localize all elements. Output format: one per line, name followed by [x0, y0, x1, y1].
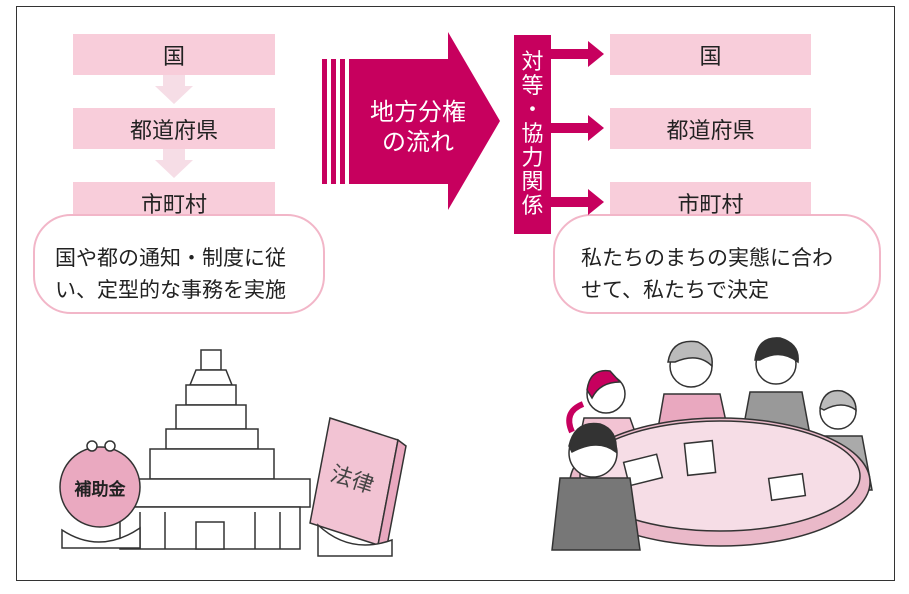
decentralization-label: 地方分権 の流れ [358, 97, 478, 157]
law-book-icon [309, 417, 407, 557]
relation-char: 関 [521, 169, 544, 195]
meeting-people-illustration [551, 337, 873, 551]
right-arrow-icon [551, 115, 604, 141]
decentralization-label-line-1: 地方分権 [370, 98, 466, 126]
left-level-national-label: 国 [162, 44, 185, 70]
subsidy-purse-icon [59, 440, 141, 549]
right-level-municipality-label: 市町村 [677, 192, 744, 218]
right-level-prefecture-label: 都道府県 [666, 118, 755, 144]
relation-char: ・ [521, 97, 544, 123]
relation-char: 力 [521, 145, 544, 171]
left-level-prefecture-label: 都道府県 [129, 118, 218, 144]
left-level-municipality-label: 市町村 [140, 192, 207, 218]
relation-char: 係 [521, 193, 544, 219]
subsidy-label: 補助金 [74, 479, 127, 500]
left-description-line-2: い、定型的な事務を実施 [55, 278, 286, 302]
diet-building-illustration [109, 349, 311, 550]
left-level-national: 国 [73, 34, 275, 75]
left-description-line-1: 国や都の通知・制度に従 [55, 246, 286, 270]
left-level-prefecture: 都道府県 [73, 108, 275, 149]
right-description-line-1: 私たちのまちの実態に合わ [581, 246, 833, 270]
right-level-national: 国 [610, 34, 811, 75]
left-description-bubble: 国や都の通知・制度に従 い、定型的な事務を実施 [33, 214, 325, 314]
decentralization-arrow-icon [322, 32, 500, 210]
relation-char: 協 [521, 121, 544, 147]
decentralization-label-line-2: の流れ [382, 128, 454, 156]
down-arrow-icon [155, 149, 193, 178]
equal-cooperation-label: 対 等 ・ 協 力 関 係 [514, 35, 551, 234]
right-level-prefecture: 都道府県 [610, 108, 811, 149]
relation-char: 対 [521, 49, 544, 75]
down-arrow-icon [155, 75, 193, 104]
right-description-bubble: 私たちのまちの実態に合わ せて、私たちで決定 [553, 214, 881, 314]
right-level-national-label: 国 [699, 44, 722, 70]
right-arrow-icon [551, 41, 604, 67]
relation-char: 等 [521, 73, 544, 99]
right-arrow-icon [551, 189, 604, 215]
right-description-line-2: せて、私たちで決定 [581, 278, 769, 302]
